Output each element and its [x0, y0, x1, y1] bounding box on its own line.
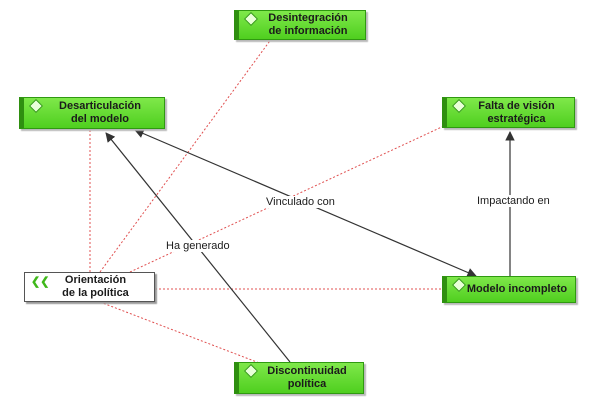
edge-label-impactando-en: Impactando en: [475, 195, 552, 207]
node-label: Desintegración de información: [268, 12, 348, 37]
node-modelo-incompleto[interactable]: Modelo incompleto: [442, 276, 576, 303]
node-label: Orientación de la política: [62, 274, 129, 299]
edge-label-vinculado-con: Vinculado con: [264, 196, 337, 208]
node-label: Desarticulación del modelo: [59, 100, 141, 125]
node-label: Modelo incompleto: [466, 283, 568, 295]
node-label: Falta de visión estratégica: [478, 99, 555, 125]
node-desintegracion-informacion[interactable]: Desintegración de información: [234, 10, 366, 40]
node-falta-vision-estrategica[interactable]: Falta de visión estratégica: [442, 97, 575, 128]
dotted-link-orientacion-desintegracion: [99, 37, 273, 273]
node-desarticulacion-modelo[interactable]: Desarticulación del modelo: [19, 97, 165, 129]
node-discontinuidad-politica[interactable]: Discontinuidad política: [234, 362, 364, 394]
node-label: Discontinuidad política: [267, 365, 347, 390]
dotted-link-orientacion-discontinuidad: [99, 301, 263, 365]
edge-label-ha-generado: Ha generado: [164, 240, 232, 252]
node-orientacion-politica[interactable]: ❮❮ Orientación de la política: [24, 272, 155, 302]
double-chevron-icon: ❮❮: [31, 276, 50, 288]
